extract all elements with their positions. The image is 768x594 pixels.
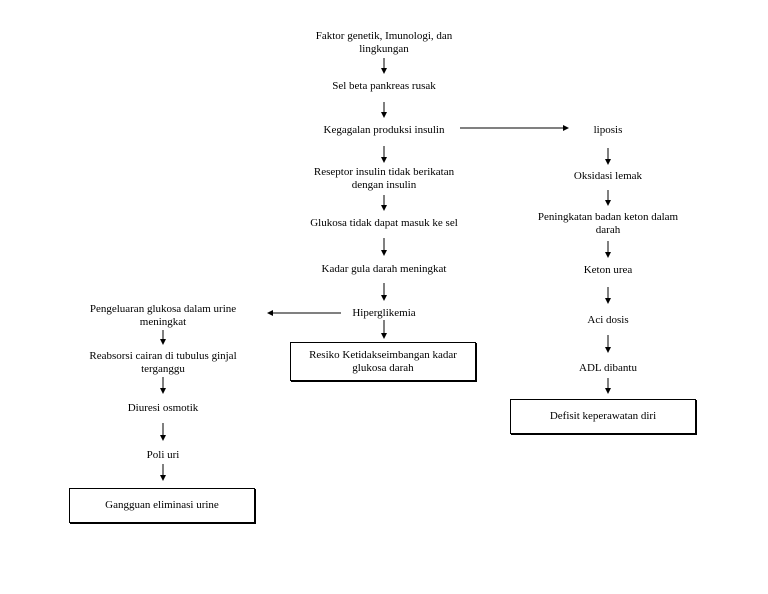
node-oksidasi-lemak: Oksidasi lemak xyxy=(573,170,643,182)
node-poli-uri: Poli uri xyxy=(146,449,180,461)
node-kegagalan-insulin: Kegagalan produksi insulin xyxy=(323,124,445,136)
node-kadar-gula: Kadar gula darah meningkat xyxy=(321,263,447,275)
node-sel-beta: Sel beta pankreas rusak xyxy=(332,80,436,92)
node-keton-urea: Keton urea xyxy=(583,264,633,276)
node-text-line: dengan insulin xyxy=(351,179,417,191)
node-text-line: meningkat xyxy=(139,316,187,328)
node-text-line: terganggu xyxy=(141,363,185,375)
node-hiperglikemia: Hiperglikemia xyxy=(352,307,416,319)
node-reseptor-insulin: Reseptor insulin tidak berikatan dengan … xyxy=(284,166,484,192)
node-faktor-genetik: Faktor genetik, Imunologi, dan lingkunga… xyxy=(284,30,484,56)
diagnosis-box-eliminasi: Gangguan eliminasi urine xyxy=(69,488,255,523)
node-glukosa-tidak-masuk: Glukosa tidak dapat masuk ke sel xyxy=(310,217,458,229)
diagnosis-box-defisit: Defisit keperawatan diri xyxy=(510,399,696,434)
node-pengeluaran-glukosa: Pengeluaran glukosa dalam urine meningka… xyxy=(63,303,263,329)
node-text-line: Reabsorsi cairan di tubulus ginjal xyxy=(89,350,237,362)
node-peningkatan-keton: Peningkatan badan keton dalam darah xyxy=(508,211,708,237)
node-text-line: Faktor genetik, Imunologi, dan xyxy=(315,30,453,42)
box-text-line: Resiko Ketidakseimbangan kadar xyxy=(309,348,457,361)
node-text-line: darah xyxy=(595,224,621,236)
node-liposis: liposis xyxy=(593,124,623,136)
node-text-line: Pengeluaran glukosa dalam urine xyxy=(89,303,237,315)
node-text-line: lingkungan xyxy=(359,43,409,55)
diagnosis-box-glukosa: Resiko Ketidakseimbangan kadar glukosa d… xyxy=(290,342,476,381)
node-aci-dosis: Aci dosis xyxy=(587,314,629,326)
node-text-line: Reseptor insulin tidak berikatan xyxy=(313,166,455,178)
node-diuresi-osmotik: Diuresi osmotik xyxy=(127,402,199,414)
node-text-line: Peningkatan badan keton dalam xyxy=(537,211,679,223)
node-adl-dibantu: ADL dibantu xyxy=(579,362,637,374)
node-reabsorsi-cairan: Reabsorsi cairan di tubulus ginjal terga… xyxy=(63,350,263,376)
box-text-line: glukosa darah xyxy=(352,361,414,374)
